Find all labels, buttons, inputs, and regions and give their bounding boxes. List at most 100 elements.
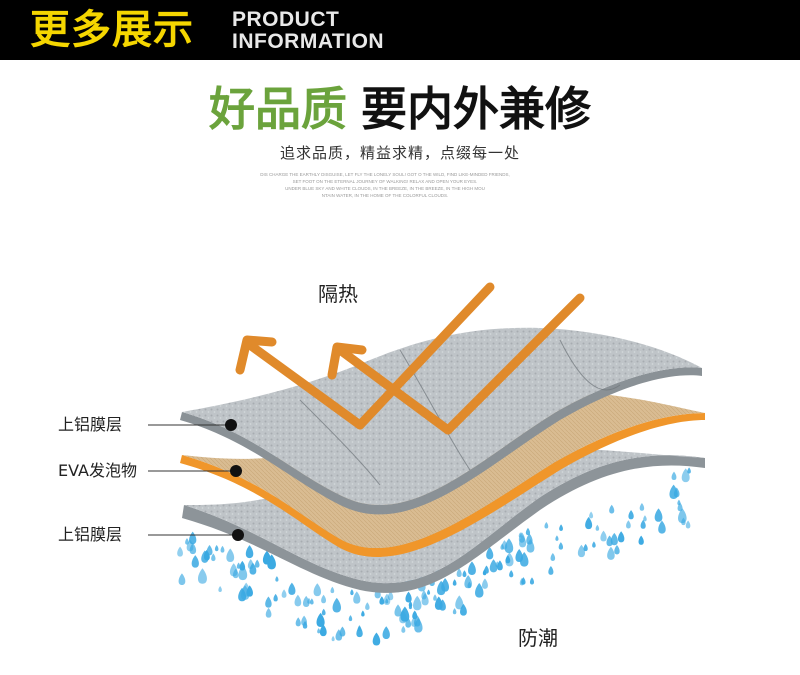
label-top-foil: 上铝膜层 xyxy=(58,415,123,434)
water-drop xyxy=(401,625,406,633)
arrow-right-in-head xyxy=(327,342,367,380)
header-en-line1: PRODUCT xyxy=(232,8,340,31)
water-drop xyxy=(607,546,615,560)
water-drop xyxy=(214,545,219,552)
water-drop xyxy=(427,589,431,595)
water-drop xyxy=(394,604,402,617)
water-drop xyxy=(294,594,302,607)
water-drop xyxy=(441,578,450,592)
water-drop xyxy=(238,587,247,602)
water-drop xyxy=(412,610,418,620)
headline-part2: 要内外兼修 xyxy=(361,82,591,136)
water-drop xyxy=(317,628,321,634)
water-drop xyxy=(544,521,549,529)
water-drop xyxy=(411,616,417,627)
water-drop xyxy=(452,608,457,615)
water-drop xyxy=(433,594,437,601)
water-drop xyxy=(555,535,559,541)
label-pointers xyxy=(148,419,244,541)
water-drop xyxy=(654,508,663,522)
water-drop xyxy=(658,520,666,534)
water-drop xyxy=(383,593,391,606)
water-drop xyxy=(529,577,535,585)
water-drop xyxy=(685,520,691,529)
water-drop xyxy=(464,575,472,589)
water-drop xyxy=(379,596,385,605)
water-drop xyxy=(275,576,279,582)
top-foil-layer-edge xyxy=(180,367,702,515)
headline-part1: 好品质 xyxy=(209,82,347,136)
water-drop xyxy=(475,583,484,598)
water-drop xyxy=(468,561,476,575)
water-drop xyxy=(600,530,607,542)
arrow-left xyxy=(245,340,365,430)
water-drop xyxy=(558,542,564,550)
water-drop xyxy=(505,552,514,567)
water-drop xyxy=(671,471,677,481)
water-drop xyxy=(610,532,618,546)
top-foil-layer-surface xyxy=(182,327,702,505)
water-drop xyxy=(321,594,327,604)
water-drop xyxy=(405,591,412,603)
water-drop xyxy=(330,586,335,594)
water-drop xyxy=(178,573,186,586)
arrow-right-out xyxy=(443,293,585,435)
water-drop xyxy=(236,562,241,569)
water-drop xyxy=(399,610,407,624)
heat-arrows xyxy=(235,282,585,435)
water-drop xyxy=(550,552,556,561)
water-drop xyxy=(606,535,613,547)
water-drop xyxy=(519,535,527,548)
header-subtitle-en: PRODUCT INFORMATION xyxy=(232,9,384,53)
water-drop xyxy=(316,612,325,628)
water-drop xyxy=(353,591,361,604)
water-drop xyxy=(497,560,503,571)
water-drop xyxy=(455,595,464,610)
water-drop xyxy=(681,517,686,526)
water-drop xyxy=(372,632,381,646)
english-line-2: SET FOOT ON THE ETERNAL JOURNEY OF WALKI… xyxy=(292,179,478,184)
water-drop xyxy=(295,617,301,627)
water-drop xyxy=(206,544,213,556)
water-drop xyxy=(500,543,504,550)
eva-layer-edge xyxy=(180,413,705,557)
water-drop xyxy=(559,524,563,531)
water-drop xyxy=(281,589,287,598)
water-drop xyxy=(185,538,189,545)
water-drop xyxy=(246,585,253,597)
water-drop xyxy=(350,589,354,596)
water-drop xyxy=(339,626,346,637)
water-drop xyxy=(639,503,645,511)
water-drop xyxy=(509,570,514,578)
english-line-3: UNDER BLUE SKY AND WHITE CLOUDS, IN THE … xyxy=(285,186,485,191)
water-drop xyxy=(332,597,341,613)
water-drop xyxy=(592,541,596,548)
water-drop xyxy=(504,538,514,554)
water-drop xyxy=(456,568,462,578)
water-drop xyxy=(331,635,335,642)
water-drop xyxy=(609,504,615,514)
water-drop xyxy=(585,517,593,530)
water-drop xyxy=(421,593,429,606)
water-drop xyxy=(265,596,272,608)
water-drop xyxy=(307,597,311,604)
water-drop xyxy=(413,595,422,611)
water-drop xyxy=(515,549,523,563)
water-drop xyxy=(486,547,494,560)
water-drop xyxy=(643,515,647,522)
arrow-middle xyxy=(355,282,495,430)
english-line-1: DIS CHARGE THE EARTHLY DISGUISE, LET FLY… xyxy=(260,172,510,177)
water-drop xyxy=(595,524,600,531)
water-drop xyxy=(577,544,586,558)
bottom-foil-layer xyxy=(182,455,705,593)
water-drop xyxy=(519,577,525,586)
water-drop xyxy=(239,560,246,571)
water-drop xyxy=(583,543,588,552)
water-drop xyxy=(189,542,197,555)
label-moisture-proof: 防潮 xyxy=(518,626,558,650)
water-drop xyxy=(226,548,235,562)
water-drop xyxy=(220,545,225,553)
header-title: 更多展示 xyxy=(30,7,194,53)
water-drop xyxy=(614,545,620,555)
water-drop xyxy=(617,531,625,543)
